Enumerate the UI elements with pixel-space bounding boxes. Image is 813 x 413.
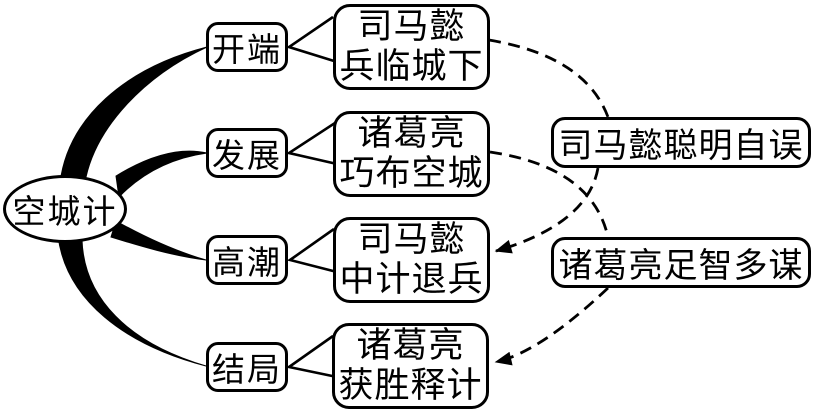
dashed-link-event-1-to-conclusion-1	[488, 38, 610, 118]
event-line: 获胜释计	[338, 366, 483, 405]
conclusion-label: 诸葛亮足智多谋	[558, 248, 804, 285]
branch-root-to-stage-3	[110, 220, 207, 261]
root-node: 空城计	[3, 175, 127, 243]
conclusion-node-1: 司马懿聪明自误	[551, 117, 811, 168]
branch-root-to-stage-1	[59, 46, 208, 184]
event-line: 巧布空城	[339, 154, 484, 193]
stage-label: 结局	[212, 353, 282, 389]
event-node-3: 司马懿 中计退兵	[333, 217, 490, 303]
stage-node-jieju: 结局	[206, 342, 288, 392]
event-line: 诸葛亮	[357, 114, 466, 153]
connector-stage-2-event-2	[285, 121, 338, 166]
event-node-1: 司马懿 兵临城下	[333, 4, 490, 90]
event-line: 诸葛亮	[356, 326, 465, 365]
event-node-2: 诸葛亮 巧布空城	[333, 111, 490, 197]
root-label: 空城计	[12, 195, 118, 231]
stage-node-kaiduan: 开端	[206, 22, 288, 72]
stage-node-fazhan: 发展	[206, 128, 288, 178]
event-node-4: 诸葛亮 获胜释计	[332, 323, 489, 409]
dashed-link-event-2-to-conclusion-2	[489, 150, 610, 238]
stage-label: 高潮	[212, 246, 282, 282]
stage-node-gaochao: 高潮	[206, 235, 288, 285]
branch-root-to-stage-4	[57, 235, 207, 367]
connector-stage-4-event-4	[285, 334, 338, 379]
event-line: 司马懿	[357, 220, 466, 259]
conclusion-node-2: 诸葛亮足智多谋	[551, 237, 811, 288]
event-line: 中计退兵	[339, 260, 484, 299]
stage-label: 发展	[212, 139, 282, 175]
conclusion-label: 司马懿聪明自误	[558, 128, 804, 165]
dashed-arrow-conclusion-2-to-event-4	[494, 286, 609, 366]
branch-root-to-stage-2	[115, 150, 208, 199]
stage-label: 开端	[212, 33, 282, 69]
dashed-arrow-conclusion-1-to-event-3	[494, 167, 600, 254]
event-line: 兵临城下	[339, 47, 484, 86]
event-line: 司马懿	[357, 7, 466, 46]
connector-stage-1-event-1	[286, 15, 335, 63]
connector-stage-3-event-3	[286, 227, 338, 274]
